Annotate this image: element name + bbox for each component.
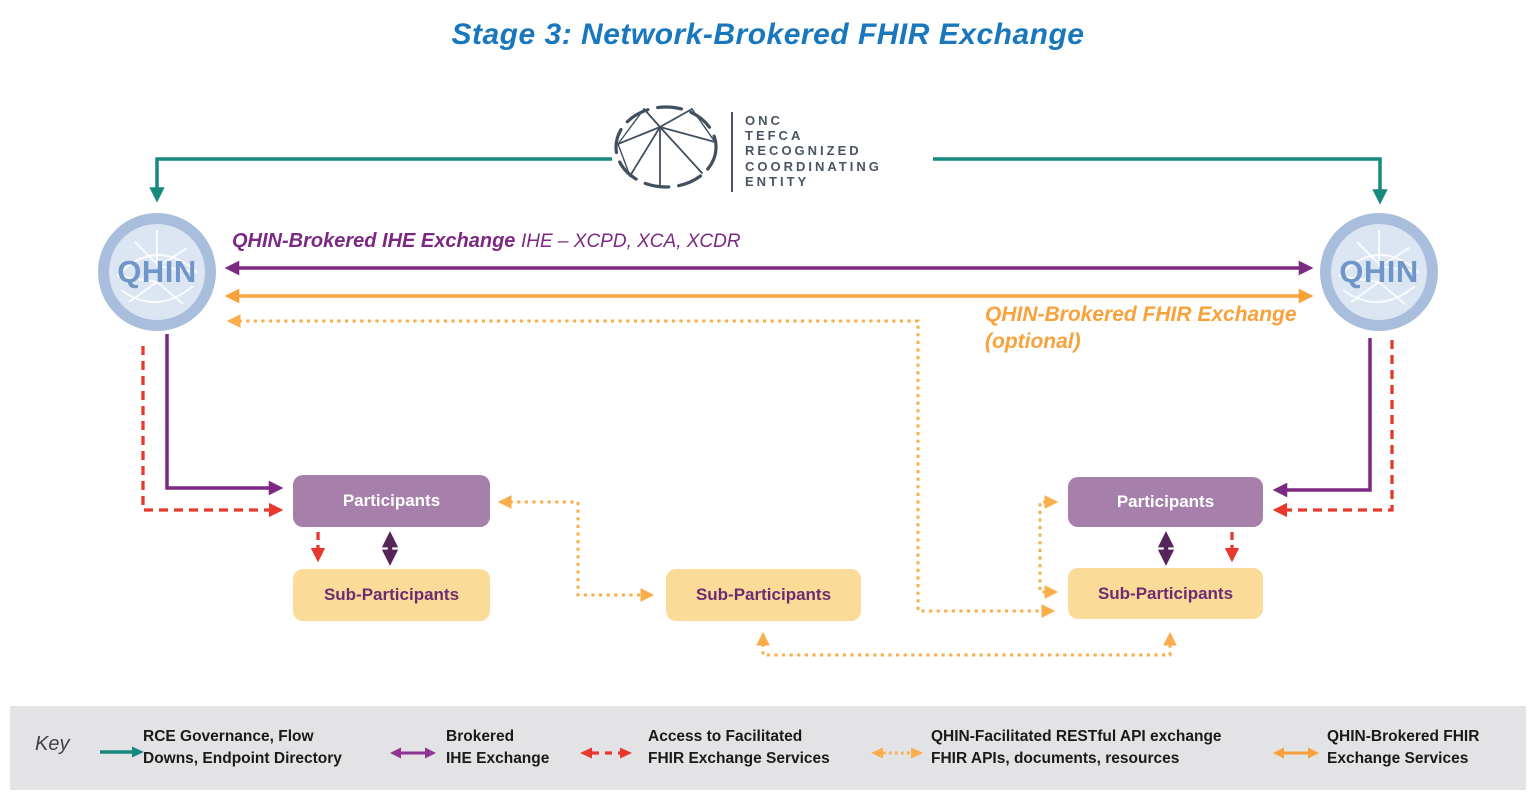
qhin-node-left: QHIN	[98, 213, 216, 331]
teal-solid-arrow-icon	[100, 746, 144, 758]
rce-name-line: ONC	[745, 113, 783, 128]
rce-divider	[731, 112, 733, 192]
rce-name-line: COORDINATING	[745, 158, 882, 174]
facilitated-bottom-dotted-arrow	[756, 631, 1177, 657]
key-panel: Key RCE Governance, Flow Downs, Endpoint…	[10, 706, 1526, 790]
purple-solid-double-arrow-icon	[390, 747, 436, 759]
qhin-label: QHIN	[1339, 254, 1419, 289]
key-item-rce-governance: RCE Governance, Flow Downs, Endpoint Dir…	[143, 728, 342, 767]
rce-governance-arrow-left	[149, 157, 612, 203]
brokered-ihe-elbow-left	[165, 334, 284, 496]
access-fhir-arrow-left	[141, 346, 284, 518]
ihe-exchange-label: QHIN-Brokered IHE Exchange IHE – XCPD, X…	[232, 230, 741, 253]
orange-solid-double-arrow-icon	[1273, 747, 1319, 759]
page-title: Stage 3: Network-Brokered FHIR Exchange	[451, 18, 1085, 51]
sub-participants-box-right: Sub-Participants	[1068, 568, 1263, 619]
rce-name-line: TEFCA	[745, 128, 804, 144]
rce-name-line: ENTITY	[745, 173, 810, 189]
key-item-access-facilitated: Access to Facilitated FHIR Exchange Serv…	[648, 728, 830, 767]
rce-name-line: RECOGNIZED	[745, 143, 862, 159]
rce-logo: ONC TEFCA RECOGNIZED COORDINATING ENTITY	[610, 100, 940, 200]
ihe-exchange-label-detail: IHE – XCPD, XCA, XCDR	[520, 231, 741, 252]
fhir-exchange-label-optional: (optional)	[985, 330, 1081, 353]
qhin-node-right: QHIN	[1320, 213, 1438, 331]
facilitated-bracket-right-dotted-arrow	[1038, 495, 1059, 599]
qhin-label: QHIN	[117, 254, 197, 289]
facilitated-bracket-left-dotted-arrow	[497, 495, 655, 602]
rce-globe-icon	[614, 105, 718, 189]
participants-box-left: Participants	[293, 475, 490, 527]
fhir-exchange-label: QHIN-Brokered FHIR Exchange (optional)	[985, 301, 1297, 355]
key-item-qhin-facilitated: QHIN-Facilitated RESTful API exchange FH…	[931, 728, 1222, 767]
rce-governance-arrow-right	[933, 157, 1388, 205]
key-item-brokered-ihe: Brokered IHE Exchange	[446, 728, 550, 767]
orange-dotted-double-arrow-icon	[871, 747, 923, 759]
key-item-qhin-brokered-fhir: QHIN-Brokered FHIR Exchange Services	[1327, 728, 1480, 767]
brokered-ihe-elbow-right	[1272, 338, 1372, 498]
sub-participants-box-middle: Sub-Participants	[666, 569, 861, 621]
ihe-exchange-label-title: QHIN-Brokered IHE Exchange	[232, 230, 516, 252]
qhin-globe-pattern	[116, 230, 198, 305]
sub-participants-box-left: Sub-Participants	[293, 569, 490, 621]
qhin-globe-pattern	[1338, 230, 1420, 305]
red-dashed-double-arrow-icon	[580, 747, 632, 759]
access-fhir-arrow-right	[1272, 340, 1394, 518]
fhir-exchange-label-title: QHIN-Brokered FHIR Exchange	[985, 303, 1297, 326]
qhin-facilitated-long-dotted-arrow	[226, 314, 1056, 618]
key-label: Key	[35, 733, 70, 755]
participants-box-right: Participants	[1068, 477, 1263, 527]
rce-name: ONC TEFCA RECOGNIZED COORDINATING ENTITY	[745, 113, 882, 189]
